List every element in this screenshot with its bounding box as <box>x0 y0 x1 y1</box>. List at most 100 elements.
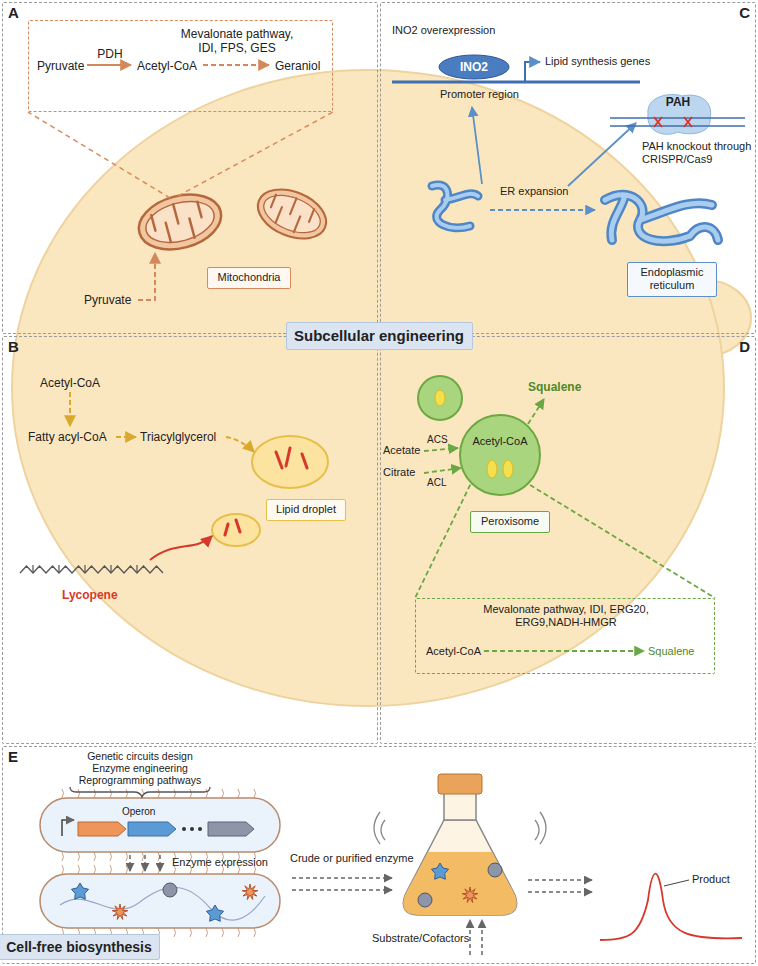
shape-part <box>610 118 745 126</box>
enzyme-icon <box>163 883 177 897</box>
panel-letter: B <box>8 338 19 356</box>
bacterium-cells <box>238 928 240 937</box>
chromatogram <box>600 874 742 940</box>
enzyme-icon <box>242 884 258 900</box>
flask <box>438 774 482 794</box>
text-label: Lycopene <box>62 588 118 602</box>
peroxisome-small <box>435 390 445 406</box>
node-text: Cell-free biosynthesis <box>6 939 152 956</box>
operon <box>198 827 202 831</box>
bacterium-cells <box>62 852 64 861</box>
text-label: Acetate <box>383 444 420 457</box>
bacterium-cells <box>62 865 64 874</box>
gene-target: PAH <box>640 92 716 136</box>
expression-arrows <box>129 855 131 871</box>
bacterium-cells <box>206 789 208 798</box>
operon <box>78 822 126 836</box>
bacterium-cells <box>62 789 64 798</box>
bacterium-cells <box>94 865 96 874</box>
er-arrows <box>490 209 595 211</box>
node-text: Lipid droplet <box>276 503 336 516</box>
bacterium-cells <box>222 928 224 937</box>
text-label: Substrate/Cofactors <box>372 932 469 945</box>
flask <box>403 820 516 915</box>
enzyme-icon <box>112 904 128 920</box>
expression-arrows <box>469 920 471 955</box>
lycopene-molecule <box>58 565 59 573</box>
bacterium-cells <box>40 798 280 852</box>
text-label: Reprogramming pathways <box>40 774 240 787</box>
chromatogram <box>664 880 689 886</box>
er-arrows <box>568 123 636 186</box>
operon <box>62 820 254 836</box>
shape-part <box>654 117 692 127</box>
node-text: Geraniol <box>275 59 320 73</box>
bacterium-cells <box>40 874 280 928</box>
shape-part <box>439 55 509 79</box>
panel: DAcetyl-CoAPeroxisomeMevalonate pathway,… <box>380 336 756 744</box>
text-label: PAH knockout through CRISPR/Cas9 <box>642 140 754 166</box>
text-label: Triacylglycerol <box>140 430 216 444</box>
text-label: Citrate <box>383 466 415 479</box>
chromatogram <box>600 874 742 940</box>
lipid-droplet-drawing <box>225 448 307 535</box>
text-label: ACS <box>427 434 448 446</box>
peroxisome-small <box>418 376 462 420</box>
node-text: Squalene <box>648 645 695 658</box>
panel-letter: A <box>8 4 19 22</box>
expression-arrows <box>528 879 592 881</box>
mitochondrion <box>251 180 334 248</box>
pathway-box: PyruvatePDHAcetyl-CoAMevalonate pathway,… <box>28 20 333 112</box>
text-label: Promoter region <box>440 88 519 101</box>
expression-arrows <box>159 855 161 871</box>
brace <box>70 787 210 797</box>
mitochondrion <box>141 195 218 250</box>
pathway-arrows-a <box>138 253 155 300</box>
node-text: Acetyl-CoA <box>458 435 542 448</box>
er-drawing <box>605 195 718 242</box>
enzyme-icon <box>71 883 88 899</box>
panel: A PyruvatePDHAcetyl-CoAMevalonate pathway… <box>2 2 378 334</box>
bacterium-cells <box>206 928 208 937</box>
yeast-cell <box>12 70 724 706</box>
organelle-label: Lipid droplet <box>266 499 346 521</box>
flask <box>444 792 476 820</box>
lipid-droplet-drawing <box>212 436 328 546</box>
peroxisome-small <box>418 376 462 420</box>
expression-arrows <box>292 877 392 879</box>
mitochondrion <box>150 198 206 247</box>
bacterium-cells <box>126 789 128 798</box>
operon <box>62 820 74 836</box>
text-label: Squalene <box>528 380 581 394</box>
panel-letter: D <box>739 338 750 356</box>
bacterium-cells <box>190 789 192 798</box>
text-label: Acetyl-CoA <box>40 376 100 390</box>
node-text: Mitochondria <box>218 271 281 284</box>
bacterium-cells <box>254 928 256 937</box>
enzyme-icon <box>488 863 502 877</box>
pathway-arrows-a <box>203 64 269 66</box>
text-label: Crude or purified enzyme <box>290 852 414 865</box>
pathway-arrows-b <box>116 436 136 438</box>
pathway-arrows-d <box>530 485 715 598</box>
panel: CINO2PAHEndoplasmic reticulum <box>380 2 756 334</box>
bacterium-cells <box>174 789 176 798</box>
node-text: Peroxisome <box>481 515 539 528</box>
pathway-arrows-b <box>226 437 254 452</box>
enzyme-icon <box>462 887 478 903</box>
bacterium-cells <box>110 789 112 798</box>
lycopene-arrow <box>150 536 212 560</box>
expression-arrows <box>481 920 483 955</box>
peroxisome-circle: Acetyl-CoA <box>458 413 542 497</box>
bacterium-cells <box>126 865 128 874</box>
flask <box>374 774 546 915</box>
peroxisome-circle-shape <box>458 413 542 497</box>
operon <box>128 822 176 836</box>
bacterium-cells <box>222 789 224 798</box>
er-drawing <box>432 185 478 228</box>
promoter-dna <box>525 62 540 82</box>
node-text: INO2 <box>460 60 488 74</box>
bacterium-cells <box>142 852 144 861</box>
bacterium-cells <box>126 852 128 861</box>
